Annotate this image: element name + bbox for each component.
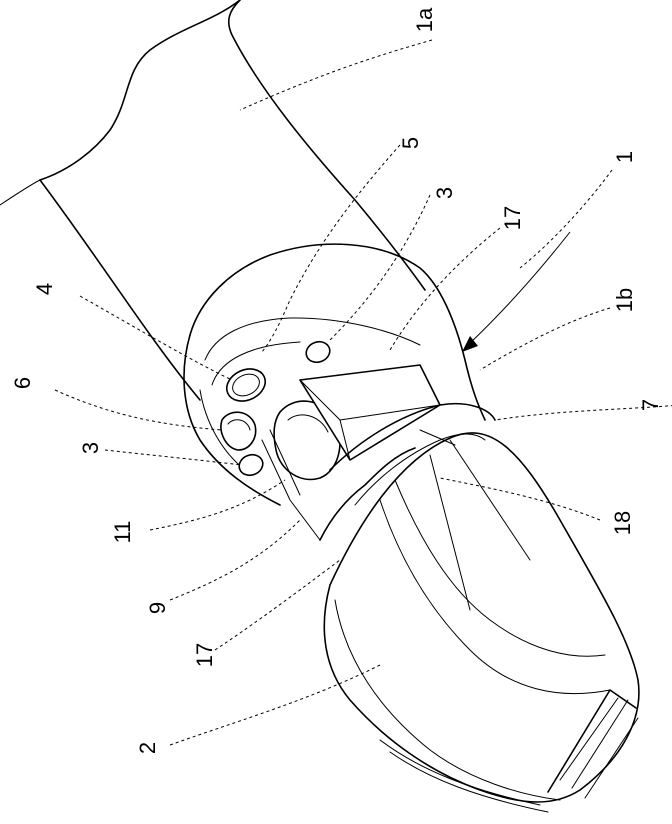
clip-6 [221,412,256,450]
label-9: 9 [145,602,170,614]
label-1: 1 [612,151,637,163]
label-17-upper: 17 [500,206,525,230]
label-7: 7 [638,399,663,411]
label-1b: 1b [612,288,637,312]
label-3-lower: 3 [78,442,103,454]
pin-3-upper [303,338,332,365]
label-2: 2 [135,742,160,754]
label-11: 11 [110,521,135,544]
arm-part-1a [0,0,425,400]
interface-face [221,338,440,540]
attachment-part-2 [324,433,639,812]
label-18: 18 [610,511,635,535]
label-17-lower: 17 [192,643,217,667]
pin-3-lower [236,451,265,478]
label-4: 4 [32,283,57,295]
label-3-upper: 3 [432,187,457,199]
label-1a: 1a [412,7,437,32]
button-4 [222,363,271,407]
label-6: 6 [10,377,35,389]
label-5: 5 [398,137,423,149]
